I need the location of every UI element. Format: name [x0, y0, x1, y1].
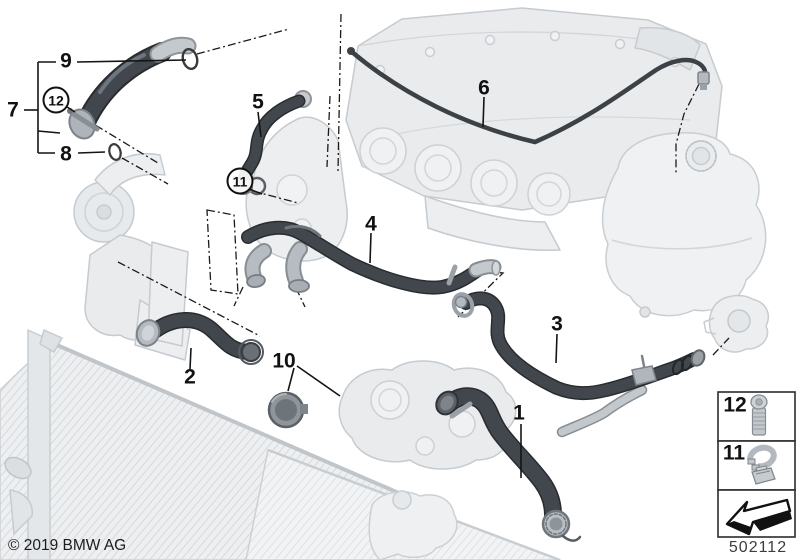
callout-5[interactable]: 5 — [252, 90, 264, 114]
coolant-hose-4 — [246, 226, 502, 292]
legend — [717, 391, 796, 538]
vent-pipe-6 — [347, 47, 710, 142]
expansion-tank-ghost — [601, 131, 767, 318]
callout-2[interactable]: 2 — [184, 365, 196, 389]
callout-8[interactable]: 8 — [60, 142, 72, 166]
lower-reservoir-ghost — [368, 490, 458, 560]
callout-9[interactable]: 9 — [60, 49, 72, 73]
coolant-hose-2 — [135, 317, 264, 365]
callout-7[interactable]: 7 — [7, 98, 19, 122]
callout-6[interactable]: 6 — [478, 76, 490, 100]
ghost-parts-layer — [0, 7, 770, 560]
hose-clamp-icon — [746, 444, 777, 485]
screw-icon — [750, 394, 768, 436]
pipe-clip — [631, 365, 657, 386]
aux-water-pump-ghost — [703, 294, 770, 353]
cylinder-head-ghost — [345, 7, 723, 252]
callout-1[interactable]: 1 — [513, 401, 525, 425]
coolant-hose-1 — [435, 387, 582, 542]
direction-arrow-icon — [725, 498, 792, 536]
copyright-notice: © 2019 BMW AG — [8, 537, 127, 554]
thermostat-cap-10 — [267, 391, 308, 429]
hoses-layer — [67, 36, 710, 542]
legend-label-11: 11 — [722, 441, 746, 465]
callout-11-circled[interactable]: 11 — [226, 167, 254, 195]
callout-4[interactable]: 4 — [365, 212, 377, 236]
coolant-hose-3 — [451, 292, 706, 394]
diagram-number: 502112 — [728, 539, 788, 556]
callout-10[interactable]: 10 — [272, 349, 296, 373]
dashed-location-box — [206, 209, 239, 295]
callout-3[interactable]: 3 — [551, 312, 563, 336]
o-ring-8 — [108, 143, 122, 161]
leader-lines — [24, 59, 558, 478]
callout-12-circled[interactable]: 12 — [42, 86, 70, 114]
construction-lines — [81, 13, 730, 356]
legend-label-12: 12 — [723, 393, 747, 417]
